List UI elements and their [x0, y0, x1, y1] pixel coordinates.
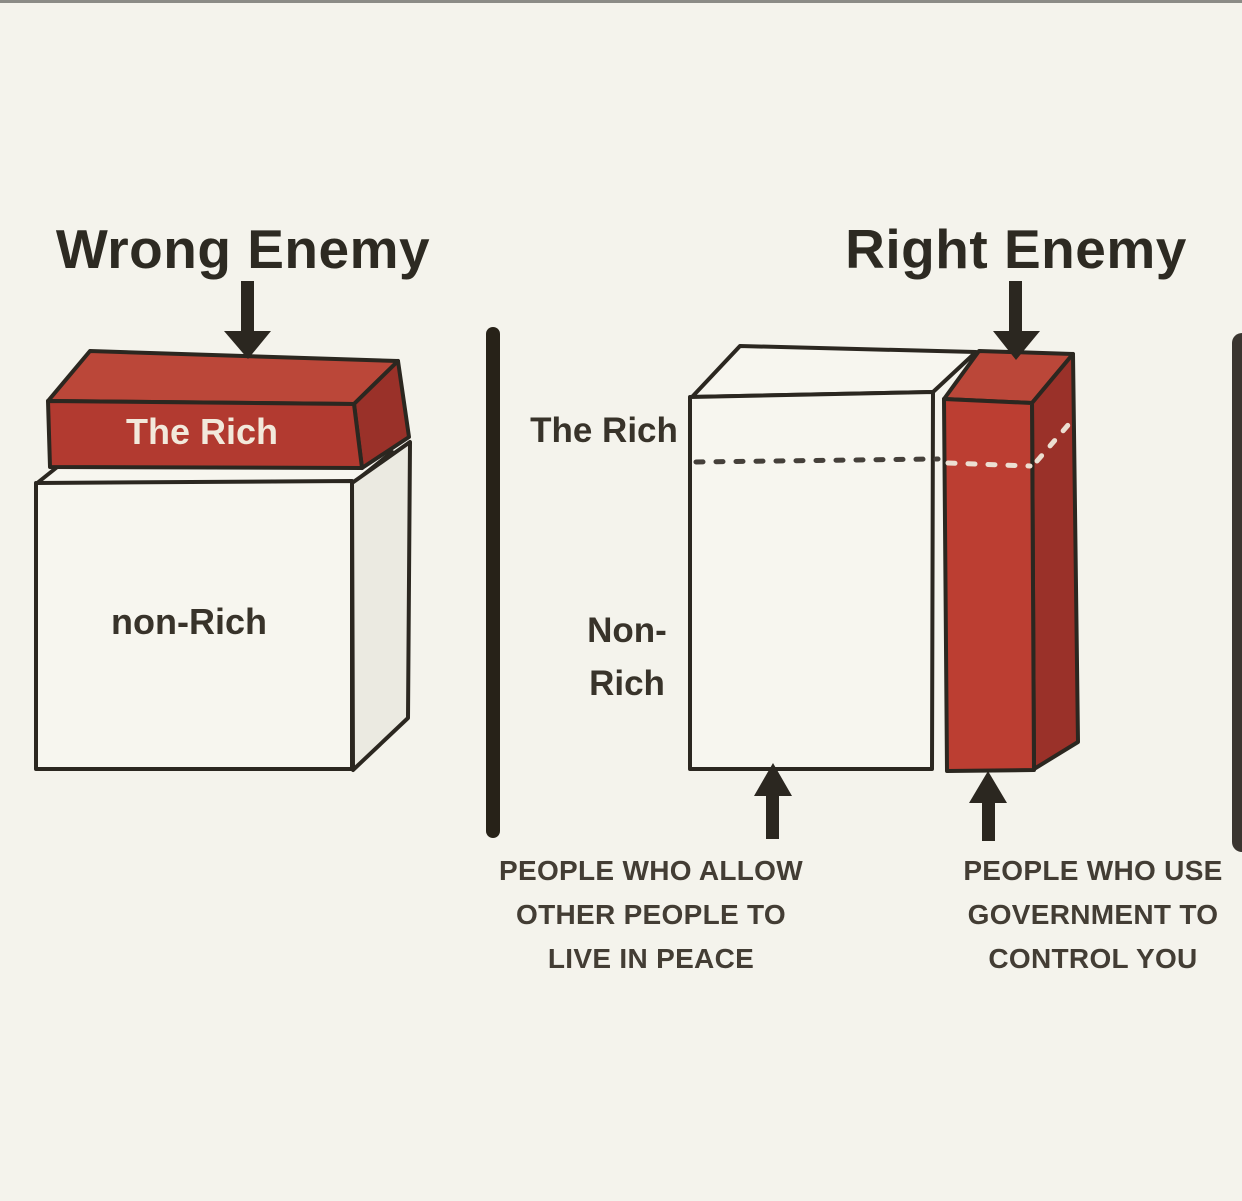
right-box-top-face — [690, 344, 978, 399]
right-rich-label: The Rich — [530, 411, 678, 450]
left-red-slab-front-face — [46, 399, 364, 470]
down-arrow-icon-left — [224, 281, 271, 359]
right-red-slab-front-face — [942, 397, 1036, 773]
left-box-front-face — [34, 479, 354, 771]
right-box-front-face — [688, 390, 935, 771]
caption-control-line1: PEOPLE WHO USE — [963, 855, 1223, 886]
caption-control-line2: GOVERNMENT TO — [967, 899, 1219, 930]
caption-control-line3: CONTROL YOU — [988, 943, 1198, 974]
caption-peace: PEOPLE WHO ALLOW OTHER PEOPLE TO LIVE IN… — [451, 849, 851, 981]
right-red-slab-side-face — [1030, 352, 1080, 771]
left-rich-label: The Rich — [125, 411, 278, 452]
caption-peace-line1: PEOPLE WHO ALLOW — [499, 855, 803, 886]
caption-peace-line3: LIVE IN PEACE — [547, 943, 755, 974]
right-box-group — [688, 344, 978, 771]
dashed-divider-line-dark — [693, 456, 941, 465]
right-non-rich-label: Non- Rich — [477, 604, 777, 710]
left-box-side-face — [350, 440, 412, 772]
right-non-rich-line1: Non- — [587, 611, 667, 650]
dashed-divider-line-light-front — [945, 460, 1033, 469]
down-arrow-icon-right — [993, 281, 1040, 360]
right-non-rich-line2: Rich — [589, 664, 665, 703]
left-non-rich-label: non-Rich — [111, 601, 267, 642]
dashed-divider-line-light-side — [1034, 414, 1078, 464]
divider-bar — [486, 327, 500, 838]
caption-control: PEOPLE WHO USE GOVERNMENT TO CONTROL YOU — [943, 849, 1242, 981]
right-edge-bar — [1232, 333, 1242, 852]
up-arrow-icon-peace — [754, 763, 792, 839]
right-title: Right Enemy — [845, 218, 1187, 280]
left-red-slab-top-face — [46, 349, 400, 406]
caption-peace-line2: OTHER PEOPLE TO — [515, 899, 787, 930]
left-title: Wrong Enemy — [55, 218, 431, 280]
left-box-group — [34, 349, 412, 772]
up-arrow-icon-control — [969, 771, 1007, 841]
top-border-line — [0, 0, 1242, 3]
right-red-slab-group — [942, 349, 1080, 773]
